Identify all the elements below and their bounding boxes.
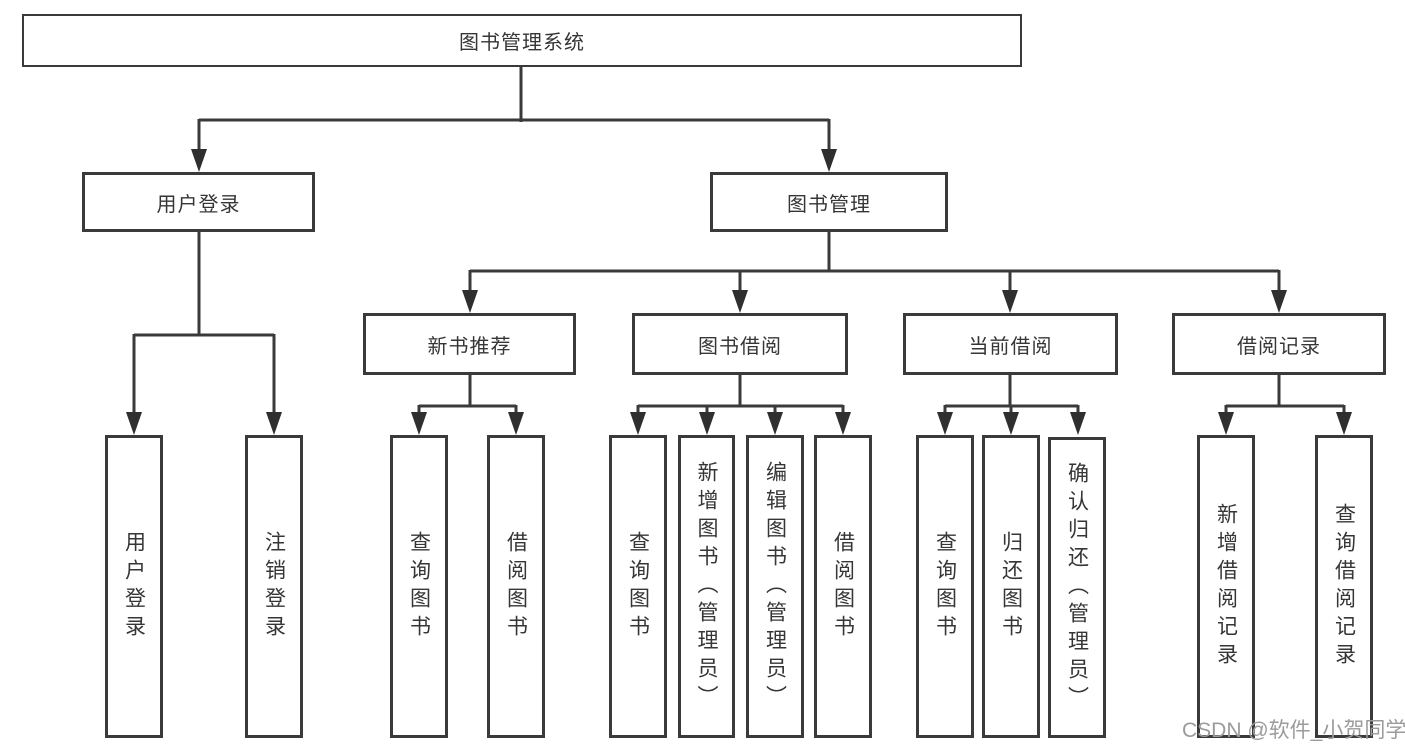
leaf-borrow-books-1: 借阅图书	[487, 435, 545, 738]
tree-edges	[132, 67, 1346, 418]
leaf-add-books-admin: 新增图书（管理员）	[678, 435, 735, 738]
node-current-borrowing-label: 当前借阅	[968, 335, 1053, 358]
leaf-query-books-3-label: 查询图书	[933, 530, 957, 643]
leaf-query-borrow-record: 查询借阅记录	[1315, 435, 1373, 738]
node-new-book-recommend: 新书推荐	[363, 313, 576, 375]
node-root: 图书管理系统	[22, 14, 1022, 67]
node-book-management: 图书管理	[710, 172, 948, 232]
leaf-return-books: 归还图书	[982, 435, 1040, 738]
leaf-add-borrow-record-label: 新增借阅记录	[1214, 502, 1238, 671]
arrowheads	[126, 149, 1352, 435]
leaf-query-books-2-label: 查询图书	[626, 530, 650, 643]
leaf-add-borrow-record: 新增借阅记录	[1197, 435, 1255, 738]
node-book-management-label: 图书管理	[787, 193, 871, 216]
leaf-edit-books-admin: 编辑图书（管理员）	[746, 435, 804, 738]
leaf-query-borrow-record-label: 查询借阅记录	[1332, 502, 1356, 671]
leaf-logout: 注销登录	[245, 435, 303, 738]
node-book-borrowing-label: 图书借阅	[698, 335, 782, 358]
leaf-confirm-return-admin: 确认归还（管理员）	[1048, 437, 1106, 738]
leaf-user-login-label: 用户登录	[122, 530, 146, 643]
leaf-query-books-1: 查询图书	[390, 435, 448, 738]
leaf-add-books-admin-label: 新增图书（管理员）	[695, 460, 718, 713]
node-borrowing-records-label: 借阅记录	[1237, 335, 1321, 358]
csdn-watermark: CSDN @软件_小贺同学	[1182, 719, 1405, 742]
leaf-query-books-2: 查询图书	[609, 435, 667, 738]
leaf-edit-books-admin-label: 编辑图书（管理员）	[763, 460, 787, 713]
node-current-borrowing: 当前借阅	[903, 313, 1118, 375]
node-user-login-branch-label: 用户登录	[156, 193, 241, 216]
leaf-return-books-label: 归还图书	[999, 530, 1023, 643]
leaf-logout-label: 注销登录	[262, 530, 286, 643]
node-root-label: 图书管理系统	[459, 32, 585, 54]
node-user-login-branch: 用户登录	[82, 172, 315, 232]
node-book-borrowing: 图书借阅	[632, 313, 848, 375]
leaf-borrow-books-1-label: 借阅图书	[504, 530, 528, 643]
leaf-borrow-books-2-label: 借阅图书	[831, 530, 855, 643]
node-new-book-recommend-label: 新书推荐	[427, 335, 512, 358]
leaf-confirm-return-admin-label: 确认归还（管理员）	[1065, 461, 1089, 714]
node-borrowing-records: 借阅记录	[1172, 313, 1386, 375]
leaf-borrow-books-2: 借阅图书	[814, 435, 872, 738]
leaf-query-books-1-label: 查询图书	[407, 530, 431, 643]
leaf-query-books-3: 查询图书	[916, 435, 974, 738]
leaf-user-login: 用户登录	[105, 435, 163, 738]
